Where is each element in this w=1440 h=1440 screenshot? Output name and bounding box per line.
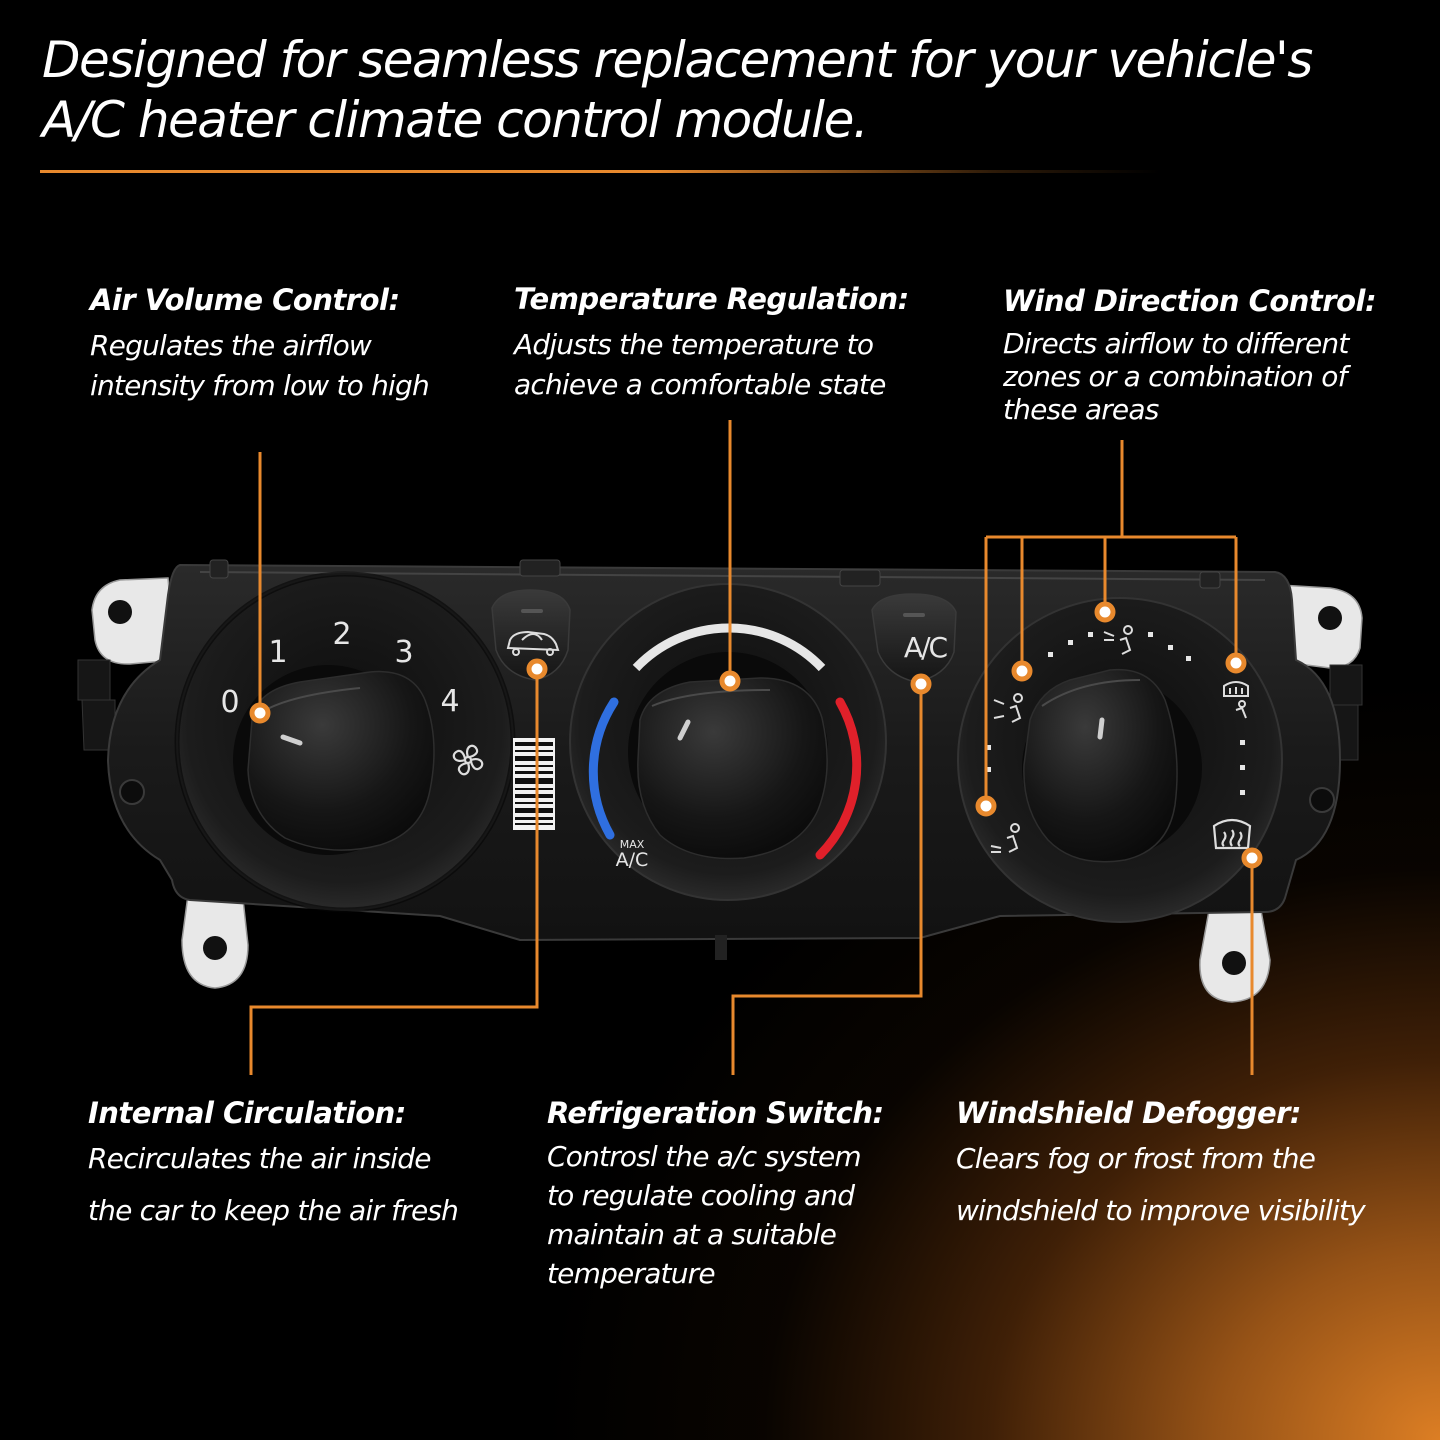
callout-windshield-title: Windshield Defogger: [956, 1096, 1302, 1130]
callout-internal-circulation-title: Internal Circulation: [88, 1096, 406, 1130]
callout-temperature-title: Temperature Regulation: [514, 282, 909, 316]
callout-windshield-desc: Clears fog or frost from the windshield … [956, 1133, 1366, 1237]
callout-internal-circulation-desc: Recirculates the air inside the car to k… [88, 1133, 459, 1237]
hotspot-feet [975, 795, 997, 817]
desc-line: maintain at a suitable [547, 1218, 837, 1251]
vent-face-icon [1103, 625, 1133, 655]
callout-refrigeration: Refrigeration Switch: Controsl the a/c s… [547, 1095, 884, 1293]
fan-speed-0: 0 [220, 685, 239, 720]
fan-speed-3: 3 [394, 635, 413, 670]
cold-scale [588, 697, 619, 840]
recirculation-icon [506, 630, 560, 656]
fan-icon [452, 744, 484, 776]
desc-line: Clears fog or frost from the [956, 1142, 1316, 1175]
callout-windshield: Windshield Defogger: Clears fog or frost… [956, 1095, 1366, 1237]
barcode-label [513, 738, 555, 830]
defrost-icon [1212, 818, 1252, 850]
headline-line-1: Designed for seamless replacement for yo… [42, 31, 1313, 89]
ac-button[interactable]: A/C [871, 593, 957, 683]
hotspot-ac [910, 673, 932, 695]
hotspot-defrost-feet [1225, 652, 1247, 674]
headline-divider [40, 170, 1160, 173]
air-volume-dial[interactable]: 0 1 2 3 4 [174, 571, 516, 913]
callout-wind-direction-title: Wind Direction Control: [1003, 284, 1377, 318]
mounting-bracket-right-bottom [1199, 904, 1271, 1003]
recirculation-button[interactable] [491, 589, 571, 681]
leader-internal-circulation [249, 669, 539, 1075]
desc-line: the car to keep the air fresh [88, 1194, 459, 1227]
desc-line: achieve a comfortable state [514, 368, 886, 401]
vent-feet-icon [990, 823, 1020, 853]
mounting-bracket-left-bottom [181, 879, 249, 989]
callout-air-volume: Air Volume Control: Regulates the airflo… [90, 282, 430, 406]
mounting-bracket-left-top [91, 577, 176, 665]
callout-temperature: Temperature Regulation: Adjusts the temp… [514, 281, 909, 405]
leader-lines [249, 420, 1254, 1075]
max-label: MAX [620, 838, 645, 851]
defrost-feet-icon [1223, 681, 1249, 719]
vent-face-feet-icon [993, 693, 1023, 723]
hotspot-face [1094, 601, 1116, 623]
hotspot-temperature [719, 670, 741, 692]
leader-refrigeration [731, 684, 923, 1075]
callout-refrigeration-title: Refrigeration Switch: [547, 1096, 884, 1130]
desc-line: Controsl the a/c system [547, 1140, 862, 1173]
desc-line: Recirculates the air inside [88, 1142, 431, 1175]
wind-direction-dial[interactable] [957, 597, 1283, 923]
callout-air-volume-title: Air Volume Control: [90, 283, 400, 317]
desc-line: Adjusts the temperature to [514, 328, 874, 361]
callout-wind-direction-desc: Directs airflow to different zones or a … [1003, 327, 1376, 426]
hotspot-air-volume [249, 702, 271, 724]
desc-line: Regulates the airflow [90, 329, 372, 362]
callout-air-volume-desc: Regulates the airflow intensity from low… [90, 326, 430, 406]
callout-wind-direction: Wind Direction Control: Directs airflow … [1003, 283, 1377, 426]
desc-line: intensity from low to high [90, 369, 430, 402]
desc-line: zones or a combination of [1003, 360, 1347, 393]
leader-wind-direction [984, 440, 1238, 806]
headline-line-2: A/C heater climate control module. [42, 91, 869, 149]
callout-temperature-desc: Adjusts the temperature to achieve a com… [514, 325, 909, 405]
desc-line: these areas [1003, 393, 1159, 426]
hotspot-defrost [1241, 847, 1263, 869]
hotspot-recirculation [526, 658, 548, 680]
ac-button-label: A/C [904, 631, 948, 664]
max-ac-label: A/C [616, 849, 649, 871]
headline: Designed for seamless replacement for yo… [42, 30, 1402, 150]
desc-line: to regulate cooling and [547, 1179, 855, 1212]
fan-speed-4: 4 [440, 684, 459, 719]
desc-line: windshield to improve visibility [956, 1194, 1366, 1227]
desc-line: temperature [547, 1257, 716, 1290]
fan-speed-2: 2 [332, 617, 351, 652]
desc-line: Directs airflow to different [1003, 327, 1349, 360]
callout-refrigeration-desc: Controsl the a/c system to regulate cool… [547, 1137, 884, 1293]
callout-internal-circulation: Internal Circulation: Recirculates the a… [88, 1095, 459, 1237]
hot-scale [815, 697, 862, 860]
fan-speed-1: 1 [268, 635, 287, 670]
hotspot-markers [249, 601, 1263, 869]
hotspot-face-feet [1011, 660, 1033, 682]
temperature-dial[interactable]: MAX A/C [569, 583, 887, 901]
mounting-bracket-right-top [1279, 584, 1363, 669]
